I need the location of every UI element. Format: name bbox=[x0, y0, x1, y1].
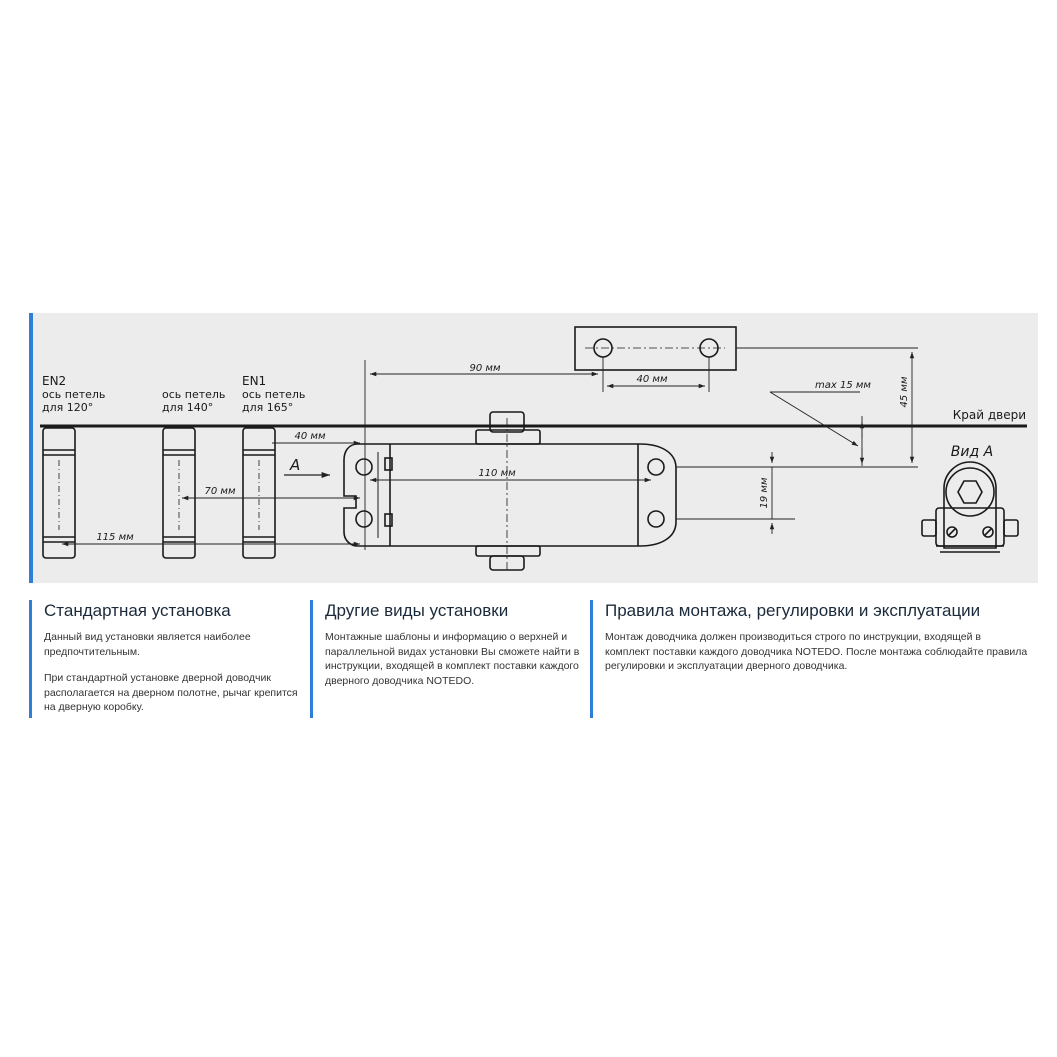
hinge-en1 bbox=[242, 427, 276, 559]
dim-90: 90 мм bbox=[470, 363, 501, 374]
dim-70: 70 мм bbox=[205, 486, 236, 497]
hinge-label-140: ось петель для 140° bbox=[162, 388, 225, 414]
hinge-label-en2: EN2 ось петель для 120° bbox=[42, 374, 105, 414]
hinge-label-en1: EN1 ось петель для 165° bbox=[242, 374, 305, 414]
view-a-label: Вид А bbox=[951, 444, 993, 460]
dim-40-top: 40 мм bbox=[637, 374, 668, 385]
hinge-code: EN1 bbox=[242, 374, 266, 388]
section-title: Стандартная установка bbox=[44, 601, 231, 620]
door-closer-body bbox=[343, 411, 677, 571]
section-paragraph: Монтаж доводчика должен производиться ст… bbox=[605, 631, 1028, 672]
hinge-line1: ось петель bbox=[42, 388, 105, 401]
door-edge-label: Край двери bbox=[953, 408, 1026, 422]
view-a-drawing bbox=[921, 461, 1019, 553]
dim-19: 19 мм bbox=[759, 477, 770, 508]
section-title: Правила монтажа, регулировки и эксплуата… bbox=[605, 601, 981, 620]
arm-shoe bbox=[574, 326, 737, 371]
section-rules: Правила монтажа, регулировки и эксплуата… bbox=[590, 600, 1028, 718]
view-arrow-label: A bbox=[289, 456, 300, 474]
dim-115: 115 мм bbox=[96, 532, 134, 543]
dim-40-left: 40 мм bbox=[295, 431, 326, 442]
section-paragraph: При стандартной установке дверной доводч… bbox=[44, 672, 298, 713]
section-paragraph: Данный вид установки является наиболее п… bbox=[44, 631, 251, 658]
section-standard: Стандартная установка Данный вид установ… bbox=[29, 600, 299, 718]
section-other: Другие виды установки Монтажные шаблоны … bbox=[310, 600, 580, 718]
hinge-line1: ось петель bbox=[162, 388, 225, 401]
hinge-line2: для 120° bbox=[42, 401, 93, 414]
dimension-lines bbox=[62, 347, 918, 550]
dim-110: 110 мм bbox=[478, 468, 516, 479]
hinge-line1: ось петель bbox=[242, 388, 305, 401]
dim-max15: max 15 мм bbox=[815, 380, 871, 391]
hinge-line2: для 140° bbox=[162, 401, 213, 414]
hinge-code: EN2 bbox=[42, 374, 66, 388]
diagram-panel bbox=[29, 313, 1038, 583]
hinge-en2 bbox=[42, 427, 76, 559]
dim-45: 45 мм bbox=[899, 376, 910, 407]
hinge-line2: для 165° bbox=[242, 401, 293, 414]
section-title: Другие виды установки bbox=[325, 601, 509, 620]
section-paragraph: Монтажные шаблоны и информацию о верхней… bbox=[325, 631, 580, 687]
hinge-140 bbox=[162, 427, 196, 559]
